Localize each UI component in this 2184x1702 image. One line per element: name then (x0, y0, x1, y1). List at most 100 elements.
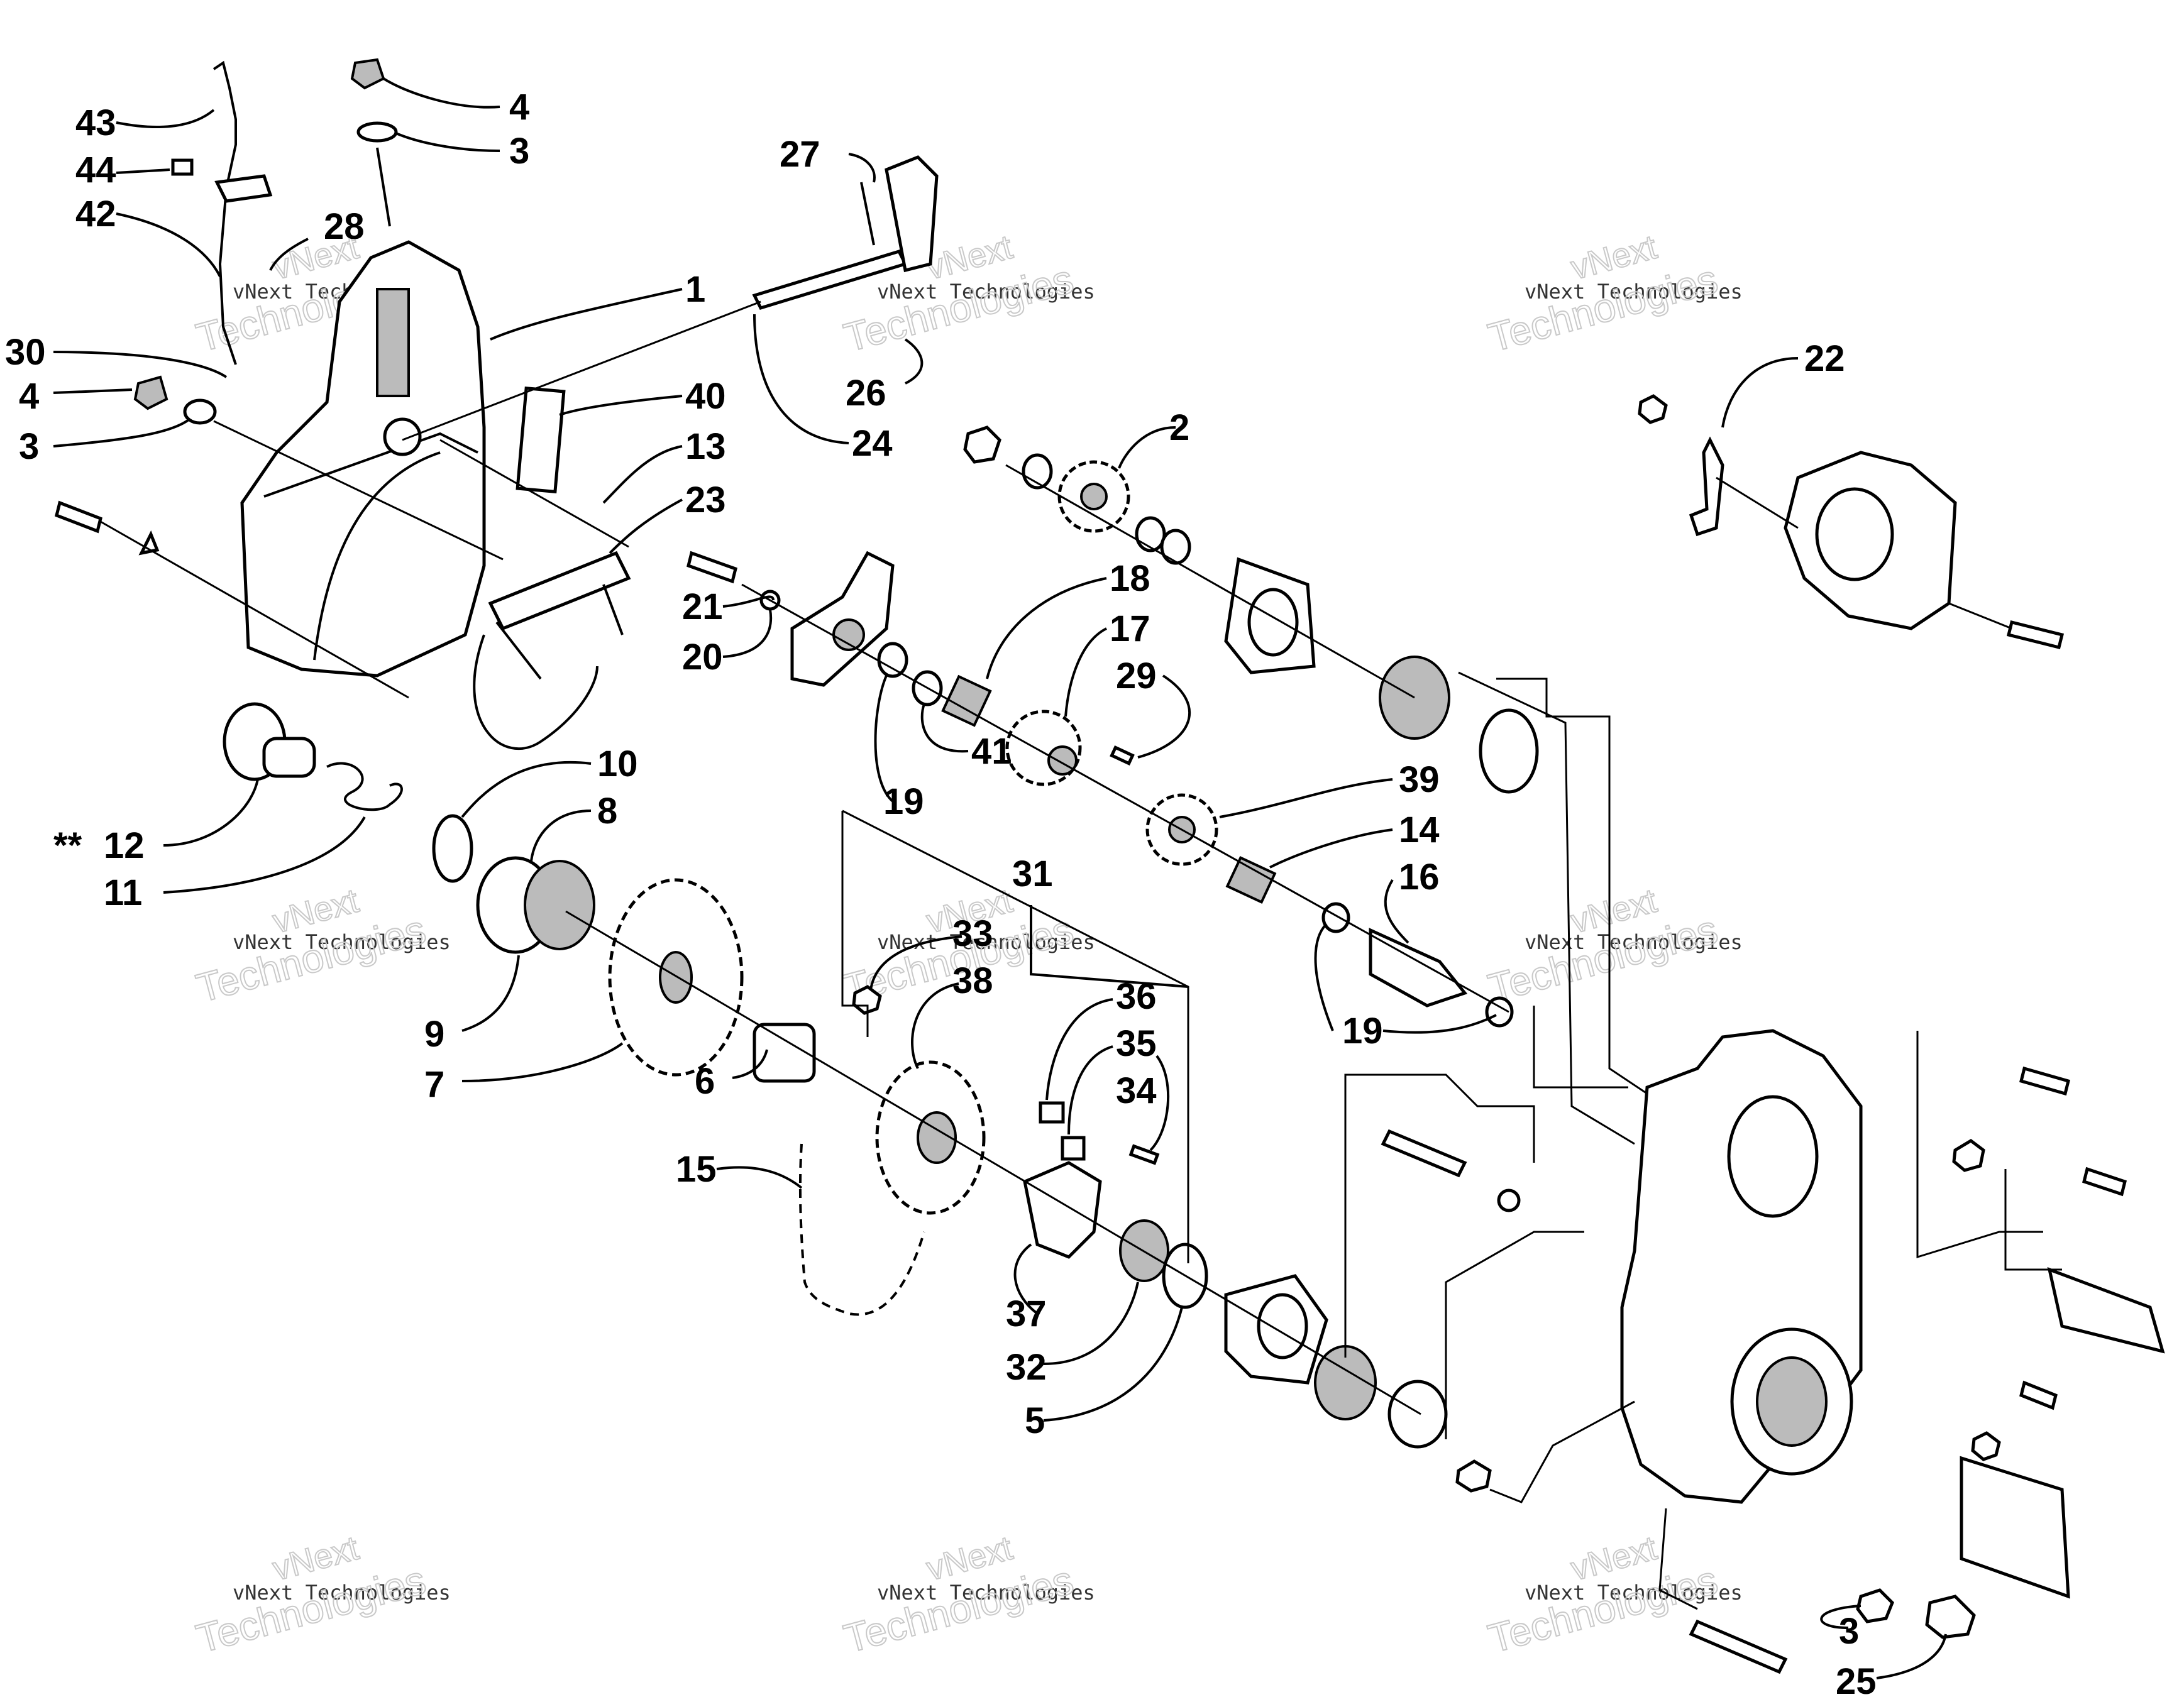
leader-21 (722, 595, 775, 608)
callout-12: 12 (104, 825, 145, 866)
shaft-lower-right (1960, 1456, 2070, 1599)
tensioner-spring (473, 634, 598, 750)
washer-19a (877, 642, 908, 678)
leader-5 (1043, 1307, 1183, 1422)
cover-bolt-hole (383, 417, 422, 456)
lower-flange-bore (1257, 1293, 1308, 1359)
leader-30 (53, 351, 228, 378)
nut-lower-center (1455, 1459, 1492, 1493)
guide-upper-axis (1005, 464, 1415, 699)
watermark: vNext vNext Technologies Technologies (839, 1529, 1095, 1662)
leader-28 (269, 238, 309, 271)
lock-washer (138, 530, 160, 556)
nut-right-2 (1971, 1431, 2001, 1461)
leader-11 (163, 816, 366, 894)
callout-7: 7 (424, 1064, 444, 1105)
chain-tensioner-bracket (473, 551, 631, 750)
leader-31 (1030, 905, 1189, 988)
fill-plug-top (350, 58, 398, 143)
watermark-text: vNext Technologies (1525, 930, 1743, 954)
guide-lower-bolt (1658, 1508, 1698, 1610)
callout-40: 40 (685, 376, 726, 417)
leader-26 (904, 338, 924, 385)
leader-19a (874, 675, 894, 803)
assembly-lines (100, 300, 2062, 1610)
guide-lower-seal (1445, 1231, 1584, 1439)
leader-lines (53, 77, 1947, 1679)
guide-middle-axis (741, 583, 1509, 1013)
callout-17: 17 (1110, 608, 1150, 649)
callout-41: 41 (971, 731, 1012, 772)
leader-42 (116, 212, 221, 277)
callout-layer: 43 44 42 4 3 28 1 27 30 4 3 40 13 23 26 … (5, 87, 1877, 1702)
drain-washer (183, 398, 217, 425)
note-mark: ** (53, 825, 82, 866)
callout-28: 28 (324, 206, 365, 247)
watermark-text: vNext Technologies (877, 1581, 1095, 1605)
bolt-25-head (1925, 1595, 1976, 1639)
leader-44 (116, 168, 170, 174)
upper-right-bore (1815, 487, 1894, 581)
callout-38: 38 (952, 960, 993, 1001)
washer-2b (1135, 516, 1166, 552)
callout-22: 22 (1804, 338, 1845, 379)
leader-39 (1219, 778, 1393, 818)
leader-3c (1820, 1605, 1861, 1629)
callout-35: 35 (1116, 1023, 1157, 1064)
leader-16 (1384, 879, 1409, 944)
brake-disc-37 (1023, 1161, 1102, 1259)
chaincase-cover (240, 240, 486, 678)
watermark: vNext vNext Technologies Technologies (191, 1529, 451, 1662)
leader-17 (1064, 627, 1107, 717)
leader-10 (461, 761, 592, 818)
cover-boss (376, 288, 410, 397)
leader-33 (869, 935, 962, 991)
watermark: vNext vNext Technologies Technologies (839, 228, 1095, 361)
guide-lower-nut (1489, 1400, 1635, 1503)
watermark: vNext vNext Technologies Technologies (1483, 881, 1743, 1012)
callout-19: 19 (883, 781, 924, 822)
shaft-16 (1369, 928, 1468, 1007)
bolt-21 (687, 551, 737, 584)
leader-32 (1043, 1282, 1139, 1365)
callout-29: 29 (1116, 656, 1157, 696)
callout-14: 14 (1399, 810, 1440, 850)
bracket-31-left (841, 811, 869, 1037)
bolt-right-1 (2082, 1167, 2127, 1197)
leader-6 (732, 1049, 768, 1079)
parts-layer (55, 58, 2165, 1674)
callout-32: 32 (1006, 1347, 1047, 1388)
shaft-lever (885, 155, 939, 273)
watermark-text: vNext Technologies (1525, 1581, 1743, 1605)
drain-plug (133, 375, 168, 410)
leader-37 (1013, 1243, 1039, 1315)
shaft-upper-right (2047, 1267, 2165, 1354)
leader-38 (911, 982, 959, 1069)
sprocket-7-hub (659, 951, 693, 1004)
leader-4b (53, 388, 133, 394)
long-bolt-lower (1689, 1619, 1788, 1674)
bearing-18 (941, 674, 992, 727)
leader-29 (1137, 674, 1191, 759)
callout-37: 37 (1006, 1293, 1047, 1334)
callout-13: 13 (685, 426, 726, 467)
sprocket-17-hub (1047, 745, 1078, 776)
bearing-14 (1225, 856, 1277, 904)
flange-bore (1247, 588, 1299, 657)
callout-43: 43 (75, 102, 116, 143)
bearing-flange-upper (1224, 557, 1539, 794)
leader-20 (722, 609, 773, 658)
leader-9 (461, 955, 520, 1032)
guide-lower-axis (565, 910, 1421, 1415)
callout-33: 33 (952, 913, 993, 954)
leader-41 (920, 703, 969, 753)
upper-right-assembly (1638, 394, 2065, 650)
callout-16: 16 (1399, 857, 1440, 898)
bearing-8 (524, 860, 595, 950)
callout-20: 20 (682, 637, 723, 678)
watermark-text: vNext Technologies (1525, 280, 1743, 304)
dipstick-bracket (214, 174, 273, 203)
roll-pin (860, 182, 875, 246)
callout-3: 3 (19, 426, 39, 467)
leader-18 (986, 577, 1107, 679)
